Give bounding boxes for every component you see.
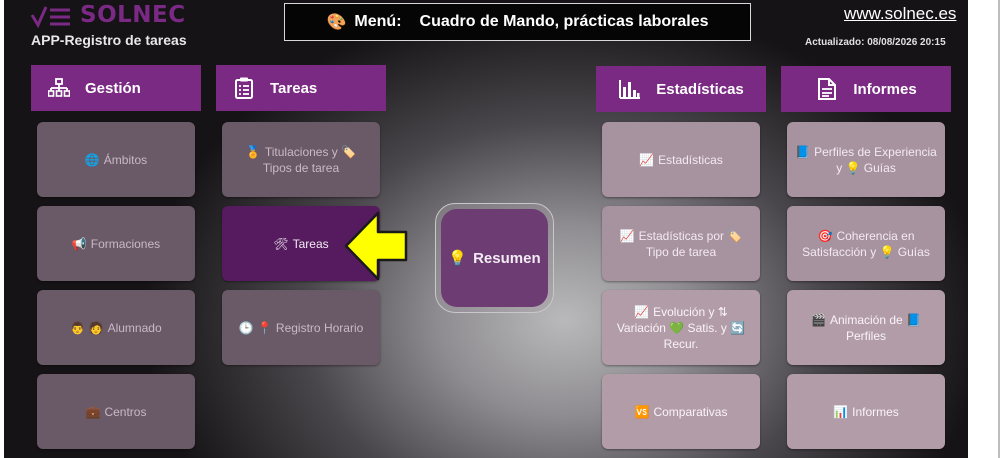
- resumen-button[interactable]: 💡 Resumen: [441, 209, 548, 307]
- tile-comparativas[interactable]: 🆚 Comparativas: [602, 374, 760, 449]
- header-tareas-label: Tareas: [270, 79, 318, 97]
- megaphone-icon: 📢: [71, 236, 87, 251]
- tile-titulaciones[interactable]: 🏅Titulaciones y 🏷️ Tipos de tarea: [222, 122, 380, 197]
- last-updated: Actualizado: 08/08/2026 20:15: [805, 37, 946, 48]
- tile-informes[interactable]: 📊 Informes: [787, 374, 945, 449]
- tile-estadisticas-tipo-label: Estadísticas por 🏷️ Tipo de tarea: [638, 228, 743, 259]
- tile-estadisticas-tipo[interactable]: 📈Estadísticas por 🏷️ Tipo de tarea: [602, 206, 760, 281]
- medal-icon: 🏅: [245, 144, 261, 159]
- tile-formaciones-label: Formaciones: [90, 236, 161, 251]
- students-icon: 👨 🧑: [70, 320, 104, 335]
- target-icon: 🎯: [817, 228, 833, 243]
- tile-coherencia[interactable]: 🎯Coherencia en Satisfacción y 💡 Guías: [787, 206, 945, 281]
- tile-coherencia-label: Coherencia en Satisfacción y 💡 Guías: [802, 228, 930, 259]
- tools-icon: 🛠: [273, 236, 289, 251]
- clipboard-list-icon: [232, 76, 256, 100]
- briefcase-icon: 💼: [85, 404, 101, 419]
- palette-icon: 🎨: [326, 14, 347, 31]
- tile-tareas-label: Tareas: [292, 236, 329, 251]
- brand-name: SOLNEC: [80, 2, 186, 28]
- tile-alumnado-label: Alumnado: [107, 320, 162, 335]
- menu-title-box: 🎨 Menú: Cuadro de Mando, prácticas labor…: [284, 3, 751, 41]
- tile-evolucion-label: Evolución y ⇅ Variación 💚 Satis. y 🔄 Rec…: [616, 304, 746, 351]
- chart-increasing-icon: 📈: [619, 228, 635, 243]
- tile-registro-horario[interactable]: 🕒 📍 Registro Horario: [222, 290, 380, 365]
- app-title: APP-Registro de tareas: [31, 32, 187, 48]
- clapper-icon: 🎬: [811, 312, 826, 327]
- solnec-logo-icon: [30, 6, 70, 29]
- header-informes-label: Informes: [853, 80, 917, 98]
- tile-ambitos-label: Ámbitos: [103, 152, 148, 167]
- header-gestion-label: Gestión: [85, 79, 141, 97]
- website-link[interactable]: www.solnec.es: [844, 4, 957, 23]
- header-estadisticas-label: Estadísticas: [656, 80, 744, 98]
- tile-perfiles-label: Perfiles de Experiencia y 💡 Guías: [814, 144, 937, 175]
- org-chart-icon: [47, 76, 71, 100]
- tile-ambitos[interactable]: 🌐 Ámbitos: [37, 122, 195, 197]
- globe-icon: 🌐: [84, 152, 100, 167]
- tile-animacion[interactable]: 🎬Animación de 📘 Perfiles: [787, 290, 945, 365]
- tile-centros-label: Centros: [104, 404, 147, 419]
- chart-increasing-icon: 📈: [634, 304, 650, 319]
- bar-chart-icon: [618, 77, 642, 101]
- resumen-label: Resumen: [473, 249, 541, 267]
- right-divider: [998, 0, 1000, 458]
- header-informes: Informes: [781, 66, 951, 112]
- yellow-arrow-icon: [344, 211, 408, 281]
- lightbulb-icon: 💡: [448, 250, 468, 267]
- tile-alumnado[interactable]: 👨 🧑 Alumnado: [37, 290, 195, 365]
- header-gestion: Gestión: [31, 65, 201, 111]
- bar-chart-icon: 📊: [833, 404, 849, 419]
- tile-centros[interactable]: 💼 Centros: [37, 374, 195, 449]
- tile-animacion-label: Animación de 📘 Perfiles: [829, 312, 921, 343]
- header-tareas: Tareas: [216, 65, 386, 111]
- menu-prefix: Menú:: [354, 13, 402, 30]
- tile-comparativas-label: Comparativas: [653, 404, 728, 419]
- tile-registro-horario-label: Registro Horario: [275, 320, 364, 335]
- vs-icon: 🆚: [634, 404, 650, 419]
- tile-estadisticas-label: Estadísticas: [658, 152, 723, 167]
- tile-informes-label: Informes: [852, 404, 899, 419]
- chart-increasing-icon: 📈: [639, 152, 655, 167]
- right-margin: [968, 0, 1007, 458]
- tile-formaciones[interactable]: 📢 Formaciones: [37, 206, 195, 281]
- clock-pin-icon: 🕒 📍: [238, 320, 272, 335]
- menu-title: Cuadro de Mando, prácticas laborales: [419, 13, 709, 30]
- book-icon: 📘: [795, 144, 811, 159]
- header-estadisticas: Estadísticas: [596, 66, 766, 112]
- tile-perfiles[interactable]: 📘Perfiles de Experiencia y 💡 Guías: [787, 122, 945, 197]
- tile-titulaciones-label: Titulaciones y 🏷️ Tipos de tarea: [262, 144, 357, 175]
- tile-estadisticas[interactable]: 📈 Estadísticas: [602, 122, 760, 197]
- document-icon: [815, 77, 839, 101]
- tile-evolucion[interactable]: 📈Evolución y ⇅ Variación 💚 Satis. y 🔄 Re…: [602, 290, 760, 365]
